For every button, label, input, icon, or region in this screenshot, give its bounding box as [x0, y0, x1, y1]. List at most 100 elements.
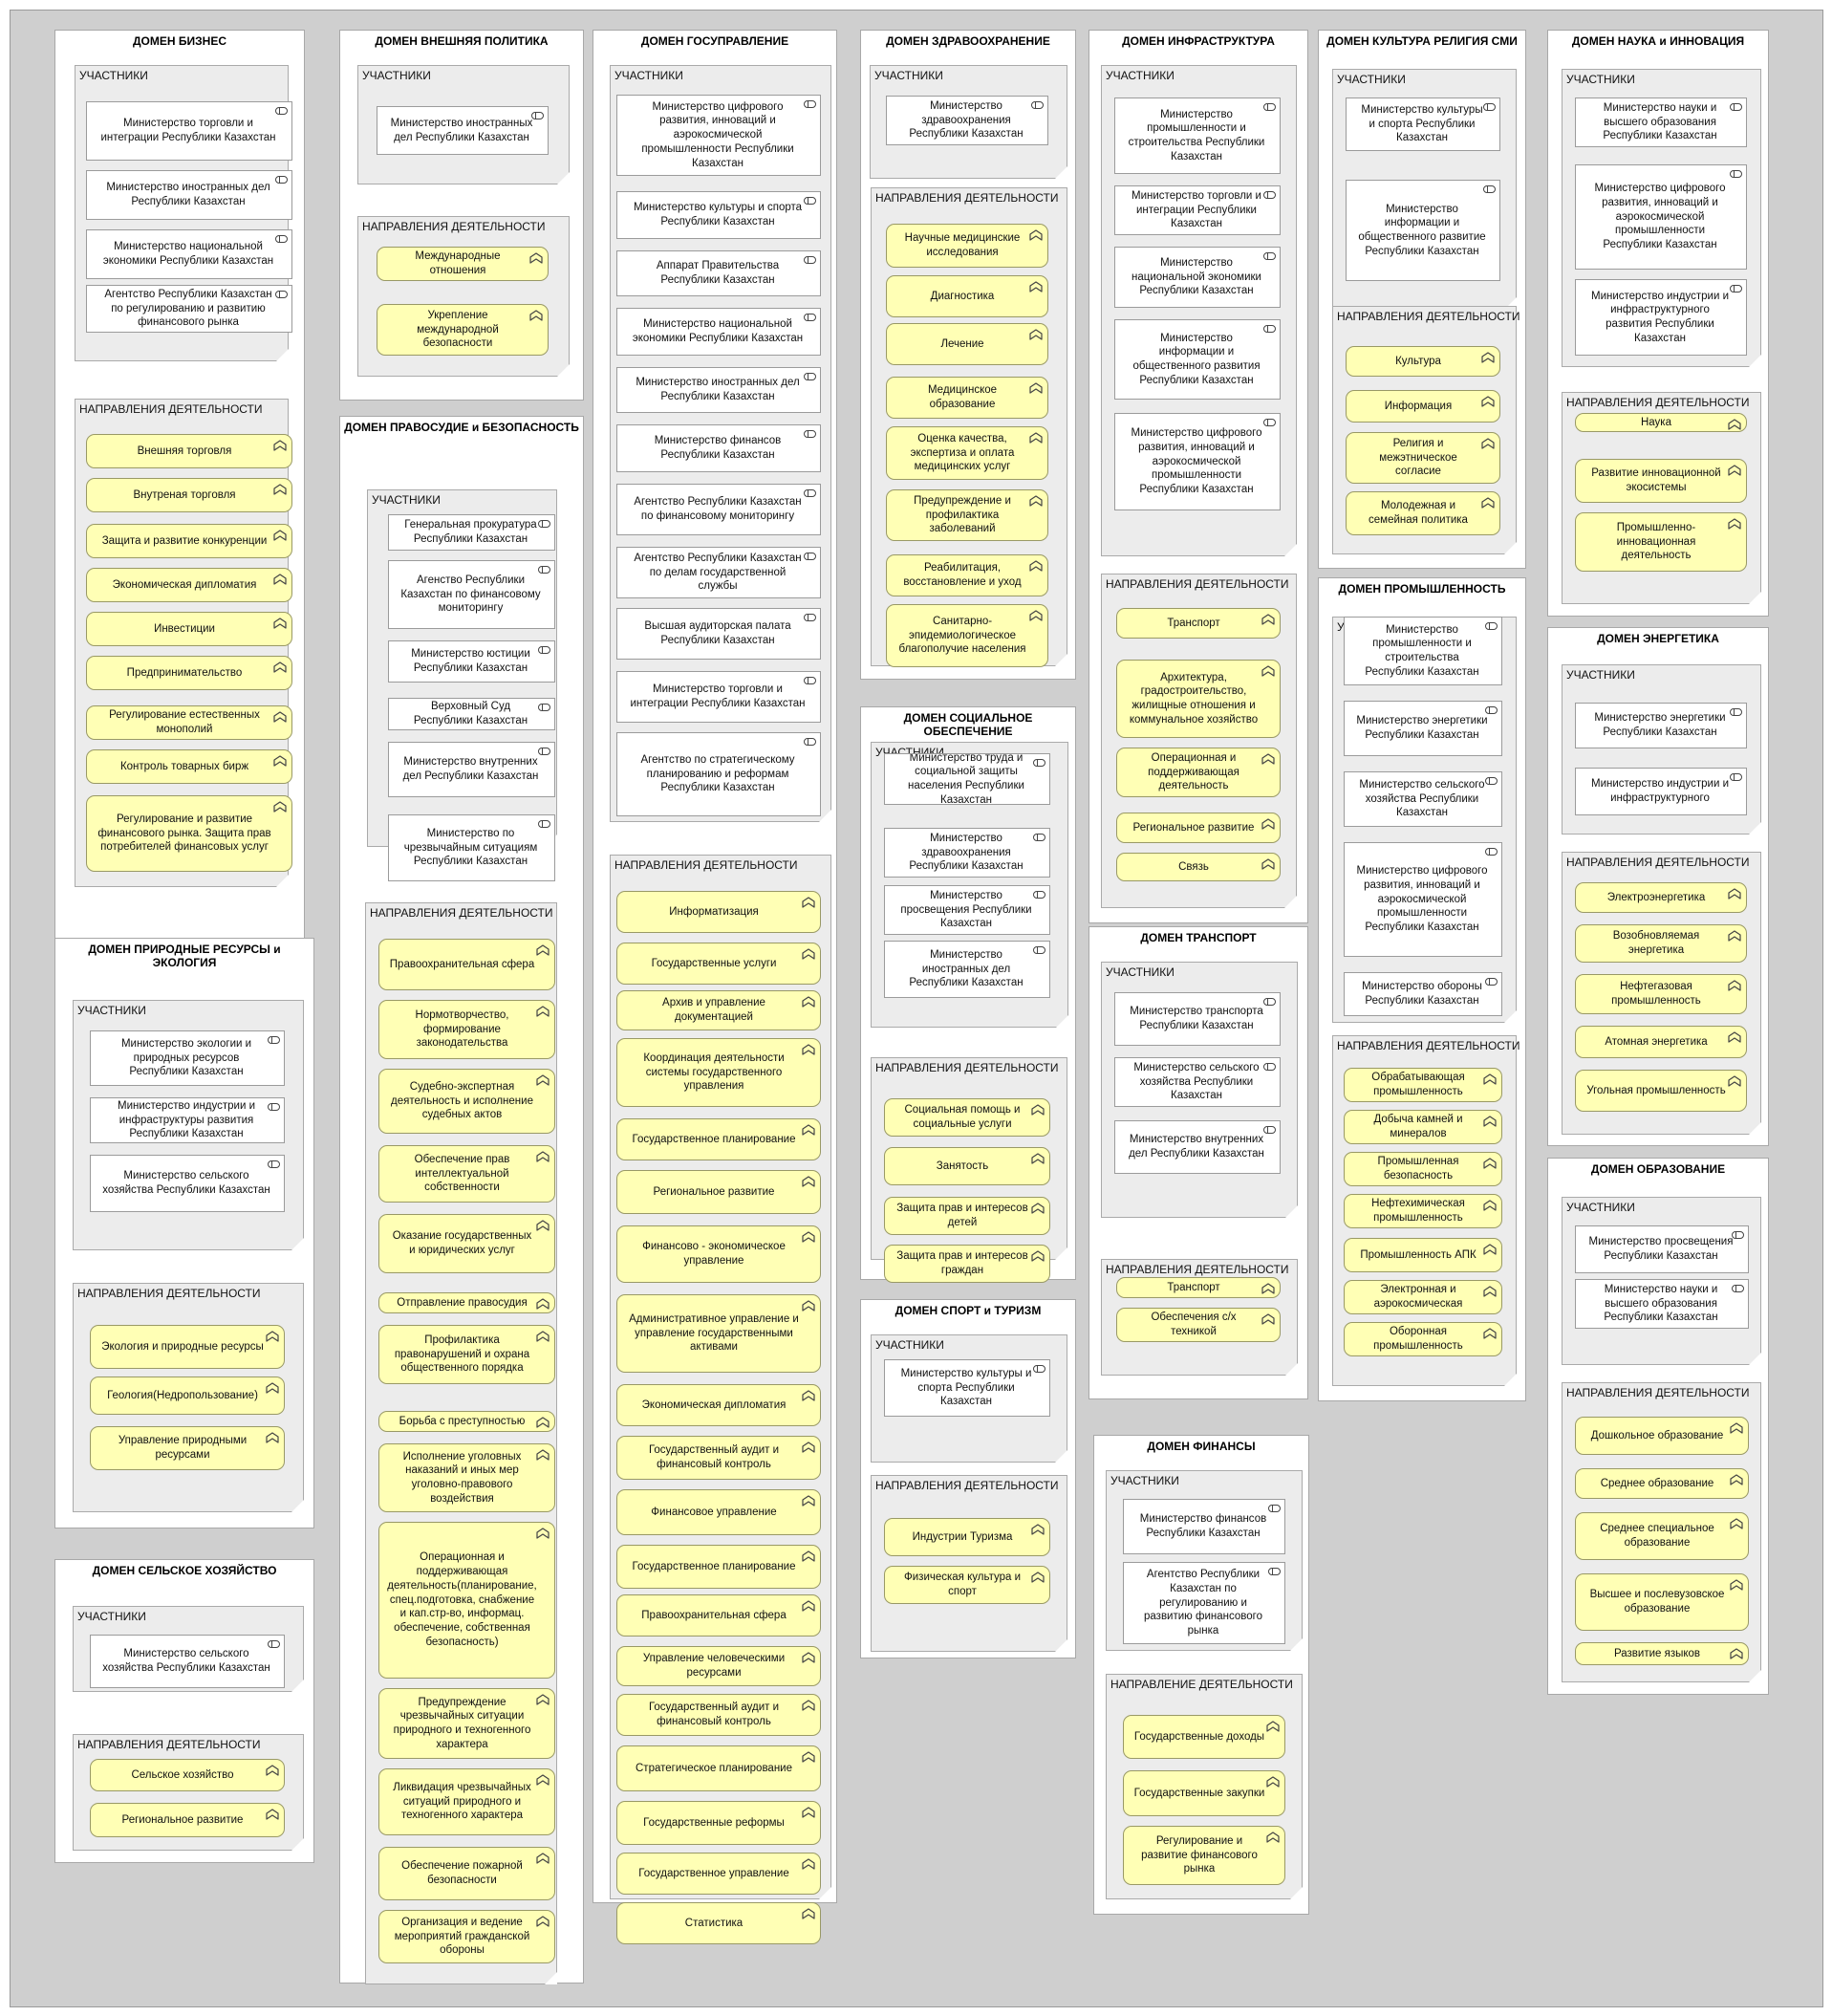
business-function[interactable]: Управление природными ресурсами [90, 1426, 285, 1470]
business-function[interactable]: Архитектура, градостроительство, жилищны… [1116, 660, 1281, 738]
business-function[interactable]: Индустрии Туризма [884, 1518, 1050, 1556]
business-function[interactable]: Промышленно-инновационная деятельность [1575, 512, 1747, 572]
business-actor[interactable]: Министерство индустрии и инфраструктурно… [1575, 279, 1747, 356]
business-function[interactable]: Электронная и аэрокосмическая [1344, 1280, 1502, 1314]
business-function[interactable]: Нефтехимическая промышленность [1344, 1194, 1502, 1228]
business-function[interactable]: Контроль товарных бирж [86, 749, 292, 784]
business-actor[interactable]: Министерство финансов Республики Казахст… [1123, 1499, 1285, 1554]
business-function[interactable]: Среднее специальное образование [1575, 1512, 1749, 1560]
business-actor[interactable]: Министерство труда и социальной защиты н… [884, 753, 1050, 805]
business-actor[interactable]: Министерство сельского хозяйства Республ… [90, 1155, 285, 1212]
business-actor[interactable]: Министерство торговли и интеграции Респу… [86, 101, 292, 161]
business-function[interactable]: Отправление правосудия [378, 1292, 555, 1313]
business-function[interactable]: Предпринимательство [86, 656, 292, 690]
business-function[interactable]: Статистика [616, 1902, 821, 1944]
business-function[interactable]: Финансово - экономическое управление [616, 1225, 821, 1283]
business-function[interactable]: Государственные закупки [1123, 1770, 1285, 1816]
business-function[interactable]: Судебно-экспертная деятельность и исполн… [378, 1069, 555, 1134]
business-actor[interactable]: Агентство Республики Казахстан по регули… [1123, 1562, 1285, 1644]
business-function[interactable]: Внутреная торговля [86, 478, 292, 512]
business-function[interactable]: Занятость [884, 1147, 1050, 1185]
business-function[interactable]: Оборонная промышленность [1344, 1322, 1502, 1356]
business-actor[interactable]: Министерство цифрового развития, инновац… [1344, 842, 1502, 957]
business-function[interactable]: Внешняя торговля [86, 434, 292, 468]
business-actor[interactable]: Министерство иностранных дел Республики … [616, 367, 821, 413]
business-function[interactable]: Транспорт [1116, 608, 1281, 639]
business-actor[interactable]: Агентство по стратегическому планировани… [616, 732, 821, 816]
business-function[interactable]: Санитарно-эпидемиологическое благополучи… [886, 604, 1048, 667]
business-actor[interactable]: Министерство сельского хозяйства Республ… [1114, 1057, 1281, 1107]
business-actor[interactable]: Министерство внутренних дел Республики К… [1114, 1120, 1281, 1174]
business-actor[interactable]: Министерство просвещения Республики Каза… [884, 885, 1050, 935]
business-function[interactable]: Возобновляемая энергетика [1575, 924, 1747, 963]
business-actor[interactable]: Министерство сельского хозяйства Республ… [1344, 771, 1502, 827]
business-actor[interactable]: Министерство юстиции Республики Казахста… [388, 640, 555, 683]
business-function[interactable]: Религия и межэтническое согласие [1346, 432, 1500, 484]
business-actor[interactable]: Генеральная прокуратура Республики Казах… [388, 514, 555, 551]
business-function[interactable]: Архив и управление документацией [616, 990, 821, 1030]
business-function[interactable]: Правоохранительная сфера [616, 1594, 821, 1637]
business-actor[interactable]: Агентство Республики Казахстан по регули… [86, 285, 292, 333]
business-actor[interactable]: Министерство индустрии и инфраструктуры … [90, 1097, 285, 1143]
business-function[interactable]: Культура [1346, 346, 1500, 377]
business-function[interactable]: Предупреждение чрезвычайных ситуации при… [378, 1688, 555, 1759]
business-function[interactable]: Государственные доходы [1123, 1715, 1285, 1759]
business-function[interactable]: Государственное планирование [616, 1118, 821, 1160]
business-function[interactable]: Исполнение уголовных наказаний и иных ме… [378, 1443, 555, 1512]
business-actor[interactable]: Министерство промышленности и строительс… [1114, 98, 1281, 174]
business-actor[interactable]: Высшая аудиторская палата Республики Каз… [616, 608, 821, 660]
business-function[interactable]: Экономическая дипломатия [86, 568, 292, 602]
business-function[interactable]: Государственные реформы [616, 1801, 821, 1845]
business-function[interactable]: Регулирование естественных монополий [86, 705, 292, 740]
business-function[interactable]: Развитие языков [1575, 1642, 1749, 1665]
business-function[interactable]: Научные медицинские исследования [886, 224, 1048, 268]
business-function[interactable]: Промышленная безопасность [1344, 1152, 1502, 1186]
business-function[interactable]: Информатизация [616, 891, 821, 933]
business-function[interactable]: Инвестиции [86, 612, 292, 646]
business-function[interactable]: Защита прав и интересов граждан [884, 1245, 1050, 1283]
business-actor[interactable]: Министерство торговли и интеграции Респу… [1114, 185, 1281, 235]
business-actor[interactable]: Министерство культуры и спорта Республик… [1346, 98, 1500, 151]
business-actor[interactable]: Министерство науки и высшего образования… [1575, 98, 1747, 147]
business-actor[interactable]: Министерство финансов Республики Казахст… [616, 424, 821, 472]
business-actor[interactable]: Министерство иностранных дел Республики … [884, 941, 1050, 998]
business-function[interactable]: Региональное развитие [616, 1170, 821, 1214]
business-actor[interactable]: Министерство культуры и спорта Республик… [616, 191, 821, 239]
business-actor[interactable]: Агенство Республики Казахстан по финансо… [388, 560, 555, 629]
business-function[interactable]: Информация [1346, 390, 1500, 423]
business-function[interactable]: Государственные услуги [616, 943, 821, 985]
business-function[interactable]: Физическая культура и спорт [884, 1566, 1050, 1604]
business-function[interactable]: Оценка качества, экспертиза и оплата мед… [886, 426, 1048, 480]
business-function[interactable]: Организация и ведение мероприятий гражда… [378, 1910, 555, 1963]
business-actor[interactable]: Верховный Суд Республики Казахстан [388, 698, 555, 730]
business-function[interactable]: Электроэнергетика [1575, 882, 1747, 913]
business-function[interactable]: Геология(Недропользование) [90, 1377, 285, 1415]
business-function[interactable]: Ликвидация чрезвычайных ситуаций природн… [378, 1768, 555, 1835]
business-function[interactable]: Реабилитация, восстановление и уход [886, 554, 1048, 596]
business-function[interactable]: Стратегическое планирование [616, 1745, 821, 1791]
business-function[interactable]: Связь [1116, 853, 1281, 881]
business-function[interactable]: Региональное развитие [1116, 813, 1281, 843]
business-actor[interactable]: Министерство иностранных дел Республики … [377, 106, 549, 155]
business-function[interactable]: Операционная и поддерживающая деятельнос… [378, 1522, 555, 1679]
business-function[interactable]: Экономическая дипломатия [616, 1384, 821, 1426]
business-function[interactable]: Регулирование и развитие финансового рын… [86, 795, 292, 872]
business-function[interactable]: Региональное развитие [90, 1803, 285, 1837]
business-function[interactable]: Обеспечение прав интеллектуальной собств… [378, 1145, 555, 1203]
business-function[interactable]: Нормотворчество, формирование законодате… [378, 1000, 555, 1059]
business-function[interactable]: Профилактика правонарушений и охрана общ… [378, 1325, 555, 1384]
business-actor[interactable]: Министерство индустрии и инфраструктурно… [1575, 768, 1747, 815]
business-function[interactable]: Угольная промышленность [1575, 1070, 1747, 1112]
business-actor[interactable]: Министерство цифрового развития, инновац… [616, 95, 821, 176]
business-actor[interactable]: Министерство промышленности и строительс… [1344, 617, 1502, 685]
business-actor[interactable]: Министерство культуры и спорта Республик… [884, 1359, 1050, 1417]
business-function[interactable]: Укрепление международной безопасности [377, 304, 549, 356]
business-actor[interactable]: Министерство здравоохранения Республики … [884, 828, 1050, 878]
business-function[interactable]: Развитие инновационной экосистемы [1575, 459, 1747, 503]
business-actor[interactable]: Министерство цифрового развития, инновац… [1114, 413, 1281, 510]
business-function[interactable]: Среднее образование [1575, 1468, 1749, 1499]
business-function[interactable]: Государственное управление [616, 1853, 821, 1895]
business-actor[interactable]: Министерство энергетики Республики Казах… [1575, 703, 1747, 748]
business-actor[interactable]: Министерство торговли и интеграции Респу… [616, 671, 821, 723]
business-actor[interactable]: Агентство Республики Казахстан по делам … [616, 547, 821, 598]
